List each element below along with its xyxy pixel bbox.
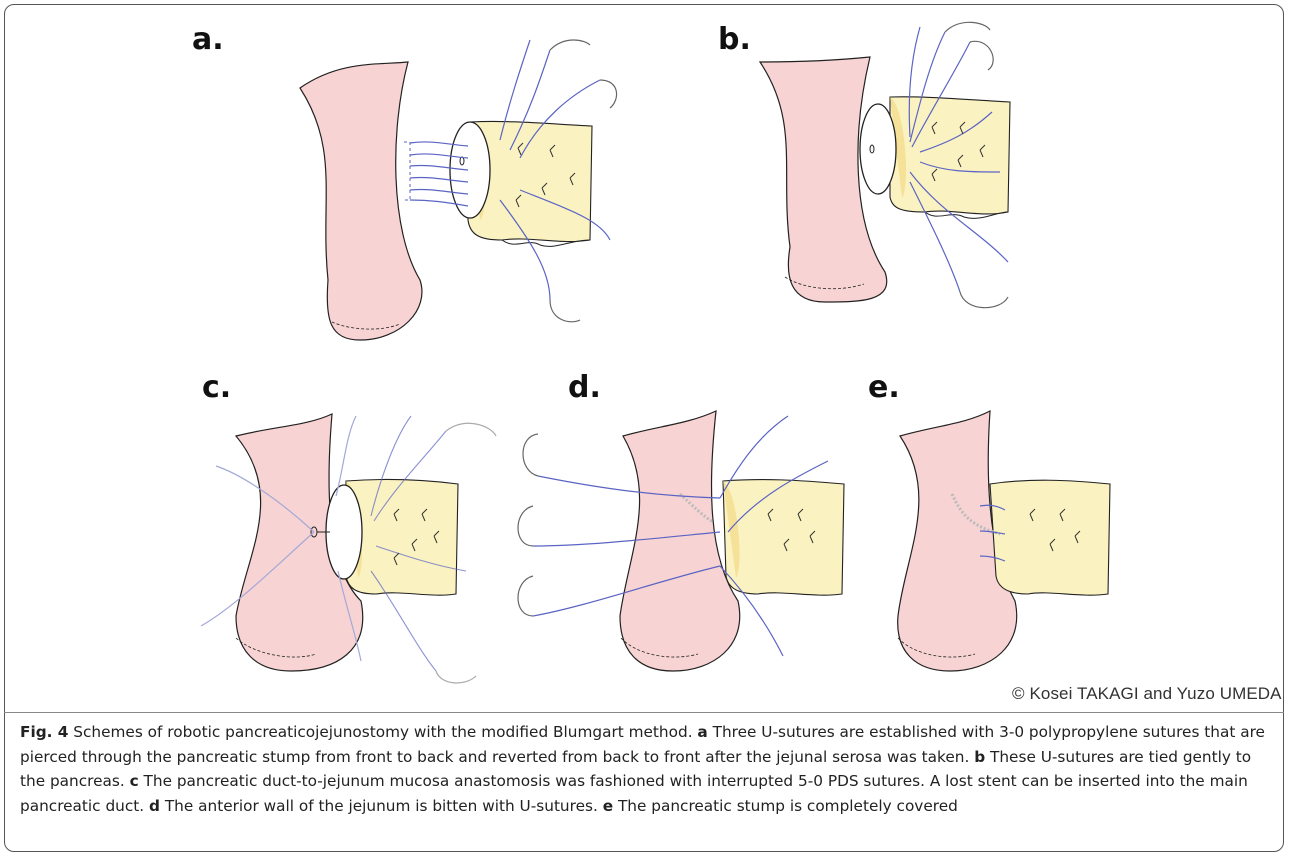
panel-label-b: b. <box>718 22 751 57</box>
pancreas-body <box>890 97 1010 214</box>
caption-part-letter: e <box>603 797 613 815</box>
figure-credit: © Kosei TAKAGI and Yuzo UMEDA <box>1012 684 1282 704</box>
jejunum-loop <box>300 62 422 340</box>
caption-part-letter: c <box>130 772 139 790</box>
caption-intro: Schemes of robotic pancreaticojejunostom… <box>68 723 697 741</box>
caption-part-text: The anterior wall of the jejunum is bitt… <box>160 797 603 815</box>
jejunum-loop <box>620 411 740 671</box>
panel-label-e: e. <box>868 370 900 405</box>
caption-part-text: The pancreatic stump is completely cover… <box>613 797 958 815</box>
pancreas-body <box>346 480 458 596</box>
pancreas-body <box>990 480 1110 595</box>
caption-part-letter: d <box>149 797 160 815</box>
pancreatic-stump <box>860 104 896 194</box>
panel-label-c: c. <box>202 370 231 405</box>
pancreatic-stump <box>326 485 362 579</box>
panel-label-d: d. <box>568 370 601 405</box>
panel-b-illustration <box>760 22 1120 332</box>
pancreas-body <box>723 480 844 596</box>
panel-c-illustration <box>196 406 516 686</box>
panel-label-a: a. <box>192 22 224 57</box>
caption-part-letter: b <box>974 748 985 766</box>
caption-part-letter: a <box>697 723 707 741</box>
panel-a-illustration <box>280 40 660 340</box>
caption-fig-label: Fig. 4 <box>20 723 68 741</box>
panel-e-illustration <box>880 406 1180 686</box>
panel-d-illustration <box>508 406 868 686</box>
caption-divider <box>4 712 1284 713</box>
figure-caption: Fig. 4 Schemes of robotic pancreaticojej… <box>20 720 1270 818</box>
